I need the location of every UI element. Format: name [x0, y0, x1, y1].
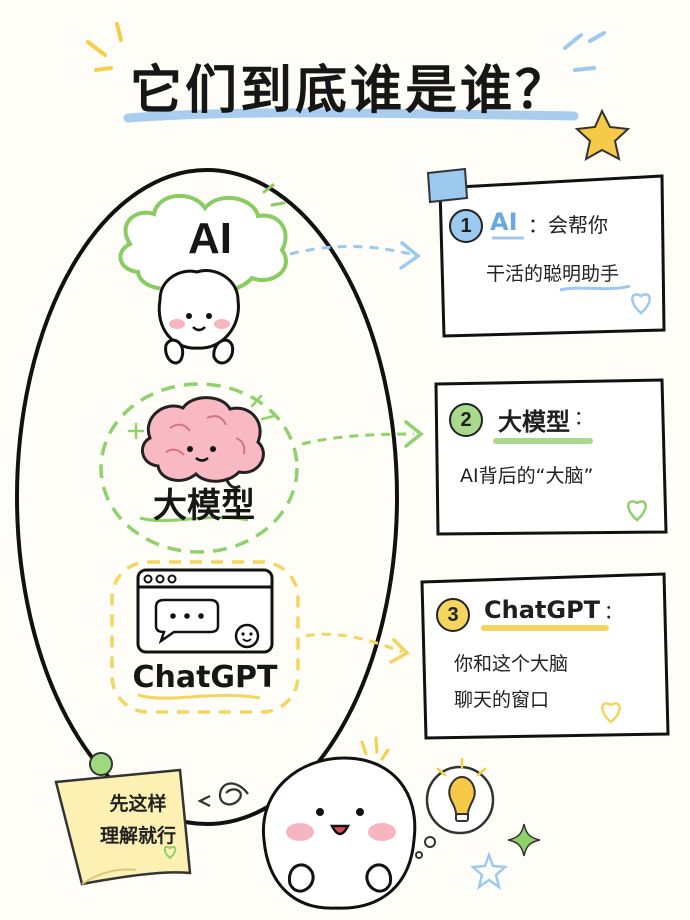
- sticky-note: [54, 768, 192, 886]
- node-llm-label: 大模型: [153, 486, 255, 526]
- chatgpt-dashed-frame: [110, 560, 300, 714]
- card-description-line-1: 你和这个大脑: [454, 653, 569, 675]
- heart-green-icon: [627, 500, 647, 522]
- card-title-suffix: ：: [574, 407, 594, 429]
- llm-underline: [139, 515, 249, 523]
- chat-window-icon: [136, 568, 274, 654]
- brain-icon: [141, 396, 265, 490]
- big-character-icon: [261, 756, 417, 910]
- tape-icon: [426, 167, 469, 204]
- card-2-box: [434, 378, 668, 536]
- pin-icon: [89, 752, 113, 776]
- card-number: 1: [449, 209, 483, 243]
- lightbulb-icon: [415, 757, 495, 859]
- arrow-chatgpt-head-icon: [389, 638, 410, 664]
- heart-note-icon: [163, 845, 177, 860]
- card-1-body-underline: [559, 284, 631, 292]
- chatgpt-underline: [137, 693, 261, 700]
- card-title: 大模型: [498, 408, 570, 436]
- title-spark-left-icon: [86, 22, 123, 72]
- sparkle-icon: [507, 823, 541, 857]
- title-spark-right-icon: [563, 31, 606, 72]
- card-1-box: [438, 174, 666, 338]
- card-title-suffix: ：会帮你: [528, 213, 608, 237]
- heart-blue-icon: [631, 293, 651, 315]
- exclaim-spark-icon: [360, 736, 390, 761]
- note-line-1: 先这样: [109, 793, 167, 815]
- ai-cloud: [118, 193, 288, 294]
- sparkle-green-icon: [127, 394, 276, 440]
- note-line-2: 理解就行: [99, 825, 176, 847]
- doodle-arrow: [218, 782, 249, 806]
- llm-dashed-circle: [99, 382, 299, 554]
- arrow-ai-head-icon: [399, 241, 421, 270]
- card-description-line-2: 聊天的窗口: [454, 689, 550, 711]
- title-underline: [123, 108, 579, 123]
- card-number: 2: [449, 403, 483, 437]
- cloud-spark-icon: [262, 183, 286, 207]
- arrow-llm-head-icon: [404, 420, 424, 448]
- node-ai-label: AI: [188, 214, 232, 263]
- heart-yellow-icon: [601, 702, 621, 724]
- page-title: 它们到底谁是谁？: [129, 61, 570, 121]
- big-oval: [15, 168, 399, 826]
- sticky-note-text: 先这样 理解就行: [78, 788, 198, 852]
- card-description: AI背后的“大脑”: [460, 465, 594, 487]
- node-chatgpt-label: ChatGPT: [132, 660, 278, 695]
- card-title: AI: [490, 208, 518, 236]
- card-number: 3: [436, 598, 470, 632]
- ai-character-icon: [157, 269, 240, 365]
- card-title: ChatGPT: [484, 596, 601, 624]
- star-outline-icon: [469, 851, 509, 890]
- arrow-llm: [301, 432, 415, 446]
- arrow-chatgpt: [305, 632, 403, 654]
- arrow-ai: [289, 245, 411, 256]
- card-3-box: [420, 572, 670, 740]
- card-title-suffix: ：: [604, 601, 624, 623]
- card-description: 干活的聪明助手: [486, 263, 620, 285]
- star-icon: [574, 108, 631, 161]
